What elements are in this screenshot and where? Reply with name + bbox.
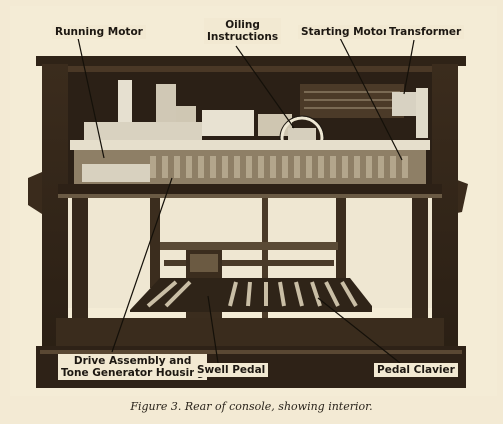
label-pedal-clavier: Pedal Clavier <box>374 363 458 377</box>
label-oiling-instructions: Oiling Instructions <box>204 18 282 44</box>
label-swell-pedal: Swell Pedal <box>194 363 269 377</box>
label-starting-motor: Starting Motor <box>298 25 392 39</box>
label-running-motor: Running Motor <box>52 25 146 39</box>
figure-caption: Figure 3. Rear of console, showing inter… <box>130 400 373 413</box>
label-drive-assembly: Drive Assembly and Tone Generator Housin… <box>58 354 208 380</box>
label-transformer: Transformer <box>386 25 465 39</box>
